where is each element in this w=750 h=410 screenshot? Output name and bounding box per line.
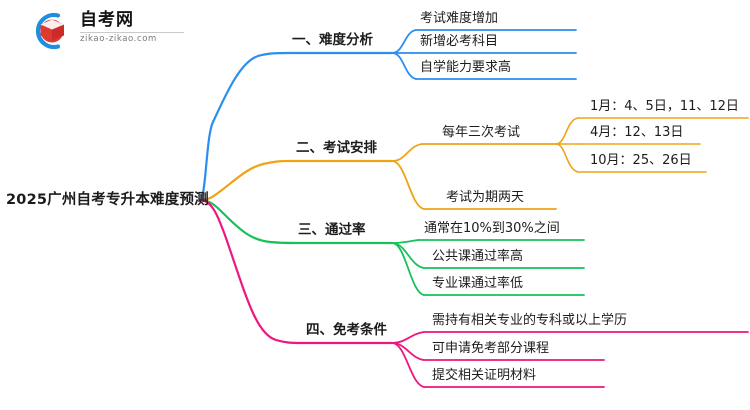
leaf-node-1-1[interactable]: 考试难度增加 [420,11,499,26]
connector-branch-3-leaf-2 [391,242,425,269]
leaf-node-4-2[interactable]: 可申请免考部分课程 [432,341,550,356]
leaf-node-1-2[interactable]: 新增必考科目 [420,34,499,49]
logo-divider [80,32,184,33]
connector-root-to-branch-2 [198,159,294,202]
connector-branch-2-leaf-2 [391,160,425,210]
connector-branch-1-leaf-3 [391,52,417,80]
site-logo: 自考网 zikao-zikao.com [28,8,188,54]
connector-root-to-branch-4 [198,198,304,345]
connector-branch-2-leaf-1-sub-3 [555,143,579,173]
logo-domain: zikao-zikao.com [80,34,157,44]
subleaf-node-2-1-1[interactable]: 1月：4、5日，11、12日 [590,99,739,114]
connector-branch-4-leaf-1 [391,331,425,344]
connector-branch-1-leaf-1 [391,29,417,54]
mindmap-root-node[interactable]: 2025广州自考专升本难度预测 [6,192,209,208]
graduation-book-logo-icon [35,12,64,50]
branch-node-1[interactable]: 一、难度分析 [292,32,373,48]
logo-title: 自考网 [80,10,134,30]
branch-node-2[interactable]: 二、考试安排 [296,140,377,156]
leaf-node-2-1[interactable]: 每年三次考试 [442,125,521,140]
leaf-node-3-2[interactable]: 公共课通过率高 [432,249,524,264]
subleaf-node-2-1-2[interactable]: 4月：12、13日 [590,125,684,140]
connector-branch-2-leaf-1 [391,143,423,162]
connector-branch-4-leaf-3 [391,342,425,388]
connector-branch-3-leaf-1 [391,239,419,244]
subleaf-node-2-1-3[interactable]: 10月：25、26日 [590,153,692,168]
connector-root-to-branch-3 [198,198,296,245]
branch-node-4[interactable]: 四、免考条件 [306,322,387,338]
leaf-node-4-3[interactable]: 提交相关证明材料 [432,368,537,383]
connector-branch-2-leaf-1-sub-1 [555,117,579,145]
leaf-node-3-1[interactable]: 通常在10%到30%之间 [424,221,560,236]
connector-root-to-branch-1 [198,51,290,202]
leaf-node-1-3[interactable]: 自学能力要求高 [420,60,512,75]
leaf-node-2-2[interactable]: 考试为期两天 [446,190,525,205]
connector-branch-3-leaf-3 [391,242,425,296]
leaf-node-4-1[interactable]: 需持有相关专业的专科或以上学历 [432,313,628,328]
branch-node-3[interactable]: 三、通过率 [298,222,366,238]
leaf-node-3-3[interactable]: 专业课通过率低 [432,276,524,291]
